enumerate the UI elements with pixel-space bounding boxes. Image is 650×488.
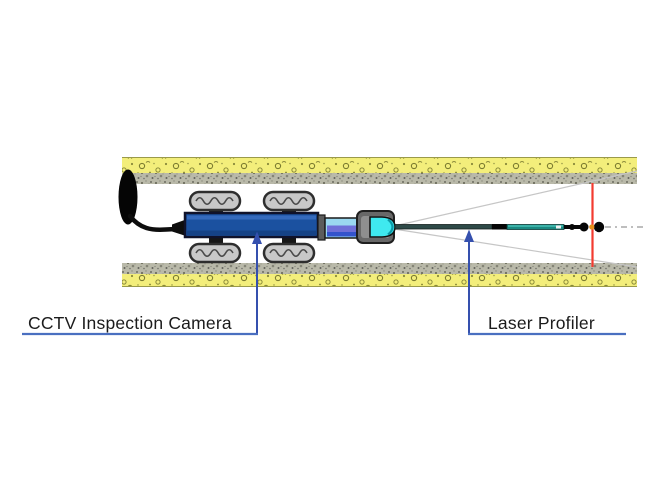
laser-head (369, 216, 396, 238)
pipe-top-wall-aggregate (122, 173, 637, 184)
cctv-label-group: CCTV Inspection Camera (22, 231, 262, 336)
rod-segment-dark (394, 224, 493, 230)
laser-profiler-rod (394, 221, 605, 233)
laser-head-shade (387, 218, 394, 236)
laser-profiler-label: Laser Profiler (488, 313, 595, 333)
rod-white-tick (556, 225, 561, 229)
cctv-camera-body (183, 211, 320, 239)
pipe-bottom-wall (122, 263, 637, 287)
profiler-tube-blue-stripe (327, 232, 373, 237)
laser-beam-lower-line (393, 228, 638, 268)
rod-teal-highlight (508, 225, 563, 227)
pipe-top-wall (122, 157, 637, 184)
pipe-top-wall-grout (122, 157, 637, 173)
cctv-camera-label: CCTV Inspection Camera (28, 313, 232, 333)
camera-body-highlight (187, 215, 316, 220)
rod-segment-teal (506, 224, 565, 230)
pipe-bottom-wall-aggregate (122, 263, 637, 274)
wheel-top-left (188, 190, 242, 212)
rod-segment-black (492, 224, 507, 230)
laser-profiler-assembly (317, 210, 396, 244)
wheel-bottom-left (188, 242, 242, 264)
cctv-arrowhead-icon (252, 231, 262, 244)
cable-drum-ellipse (118, 169, 138, 225)
cable-connector (172, 219, 186, 236)
laser-arrowhead-icon (464, 229, 474, 242)
rod-bead-2 (579, 222, 589, 232)
laser-dot-orange (589, 224, 595, 230)
wheel-top-right (262, 190, 316, 212)
profiler-mount-connector (317, 214, 326, 241)
rod-bead-1 (569, 224, 575, 230)
camera-cable (127, 213, 189, 232)
laser-beam-lines (393, 170, 646, 268)
laser-label-group: Laser Profiler (464, 229, 626, 336)
pipe-bottom-wall-grout (122, 274, 637, 287)
rod-bead-3 (593, 221, 605, 233)
wheel-bottom-right (262, 242, 316, 264)
profiler-tube-purple-stripe (327, 225, 373, 232)
laser-beam-upper-line (393, 170, 638, 227)
camera-tether (118, 169, 189, 236)
camera-body-shadow (187, 230, 316, 235)
